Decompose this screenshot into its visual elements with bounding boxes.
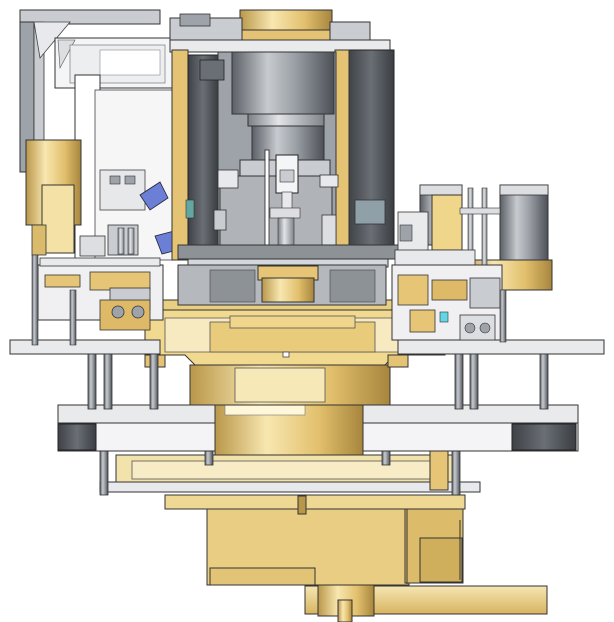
left-dark-panel (187, 54, 219, 256)
center-rod (264, 149, 270, 261)
left-mechanism (19, 9, 186, 346)
left-frame-outer (19, 9, 161, 25)
right-brass-block (431, 194, 463, 251)
gearbox-lower-step (209, 567, 316, 586)
gearbox-pin (297, 495, 307, 515)
upper-plate-assembly (9, 339, 605, 410)
lower-rail-inner (131, 460, 441, 480)
upper-plate-left (9, 339, 161, 355)
central-assembly (169, 9, 401, 306)
right-motor-2 (499, 184, 549, 268)
bottom-shaft (337, 599, 353, 622)
main-cylinder (231, 51, 335, 115)
left-dark-block (57, 423, 97, 451)
middle-plate-assembly (57, 399, 579, 456)
gearbox-side-step (419, 537, 463, 583)
motor-base (177, 244, 401, 260)
right-mechanism (391, 184, 553, 343)
right-dark-block (511, 423, 577, 451)
gearbox-top (164, 494, 466, 510)
spindle (261, 277, 315, 303)
left-side-panel (171, 49, 189, 261)
base-drive-assembly (164, 494, 548, 622)
lower-rail-bar (99, 481, 481, 493)
